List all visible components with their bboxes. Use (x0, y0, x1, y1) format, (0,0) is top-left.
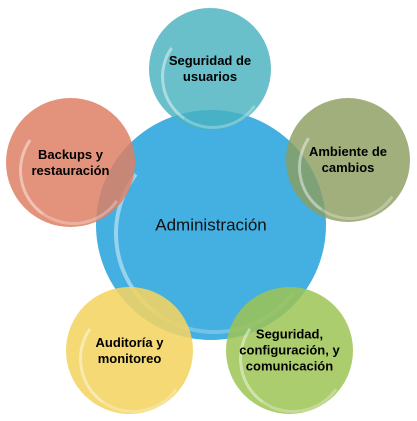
node-audit-monitoring: Auditoría y monitoreo (66, 287, 195, 421)
center-hub-label: Administración (155, 215, 267, 235)
node-security-config-communication: Seguridad, configuración, y comunicación (226, 287, 355, 421)
node-user-security-label: Seguridad de usuarios (168, 52, 252, 84)
node-security-config-communication-label: Seguridad, configuración, y comunicación (239, 326, 340, 374)
node-backups-restore-label: Backups y restauración (31, 146, 110, 178)
node-change-environment: Ambiente de cambios (286, 98, 412, 229)
node-user-security: Seguridad de usuarios (149, 8, 273, 137)
node-backups-restore: Backups y restauración (6, 98, 137, 234)
node-audit-monitoring-label: Auditoría y monitoreo (95, 334, 164, 366)
node-change-environment-label: Ambiente de cambios (308, 143, 387, 175)
